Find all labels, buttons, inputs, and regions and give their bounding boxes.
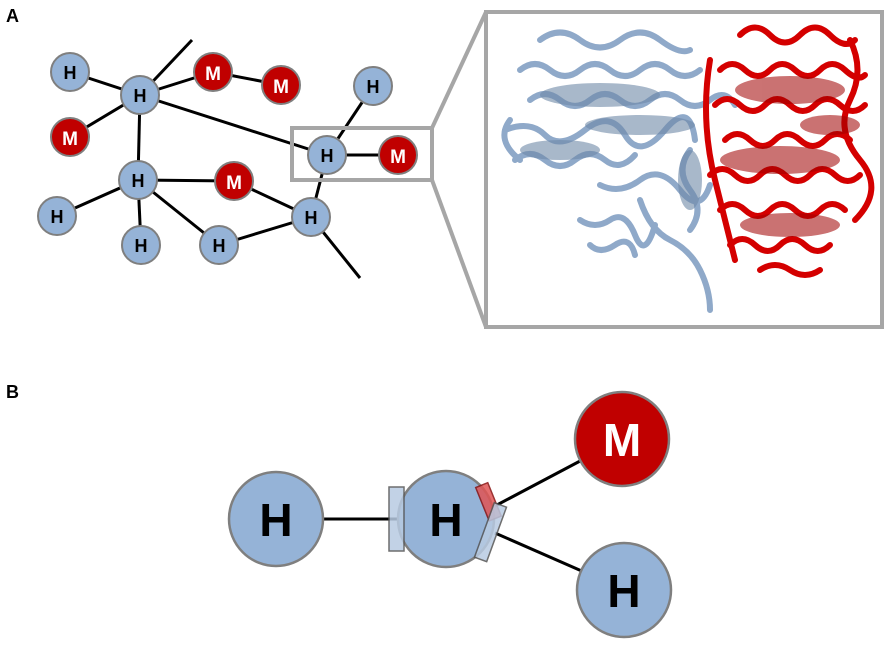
svg-text:H: H [132,171,145,191]
network-node-h: H [121,225,161,265]
svg-text:H: H [367,77,380,97]
node-h-left: H [227,470,325,568]
network-node-m: M [378,135,418,175]
zoom-callout-line [430,11,488,129]
network-node-h: H [307,135,347,175]
node-m-top-right: M [573,390,671,488]
panel-b-label: B [6,382,19,402]
network-node-h: H [37,196,77,236]
network-node-h: H [291,197,331,237]
interface-patch-h [473,501,508,563]
node-h-bottom-right: H [575,541,673,639]
network-node-h: H [120,75,160,115]
node-h-center: H [396,469,496,569]
svg-text:M: M [226,173,242,194]
svg-text:M: M [390,147,406,168]
zoom-callout [290,10,884,329]
svg-text:H: H [51,207,64,227]
network-node-m: M [261,65,301,105]
network-node-h: H [50,52,90,92]
zoom-selection-box [290,126,434,182]
network-edge [139,93,328,157]
zoom-frame [484,10,884,329]
interface-patch-left [388,486,405,552]
svg-text:H: H [259,494,292,546]
svg-text:H: H [135,236,148,256]
svg-text:H: H [64,63,77,83]
edge-center-m [494,458,583,508]
svg-text:M: M [205,64,221,85]
svg-text:M: M [603,414,641,466]
network-node-m: M [193,52,233,92]
svg-text:H: H [429,494,462,546]
network-node-m: M [50,117,90,157]
panel-b-diagram: H H M H [227,390,673,639]
protein-complex-structure [501,24,875,313]
svg-text:M: M [62,129,78,150]
svg-text:H: H [305,208,318,228]
network-node-m: M [214,161,254,201]
network-node-h: H [118,160,158,200]
network-node-h: H [199,225,239,265]
network-nodes: H H M M H M H M [37,52,418,265]
svg-text:H: H [213,236,226,256]
svg-text:M: M [273,77,289,98]
panel-a-label: A [6,6,19,26]
edge-center-h [494,531,585,574]
svg-text:H: H [134,86,147,106]
zoom-callout-line [430,179,488,328]
svg-text:H: H [607,565,640,617]
network-node-h: H [353,66,393,106]
svg-text:H: H [321,146,334,166]
